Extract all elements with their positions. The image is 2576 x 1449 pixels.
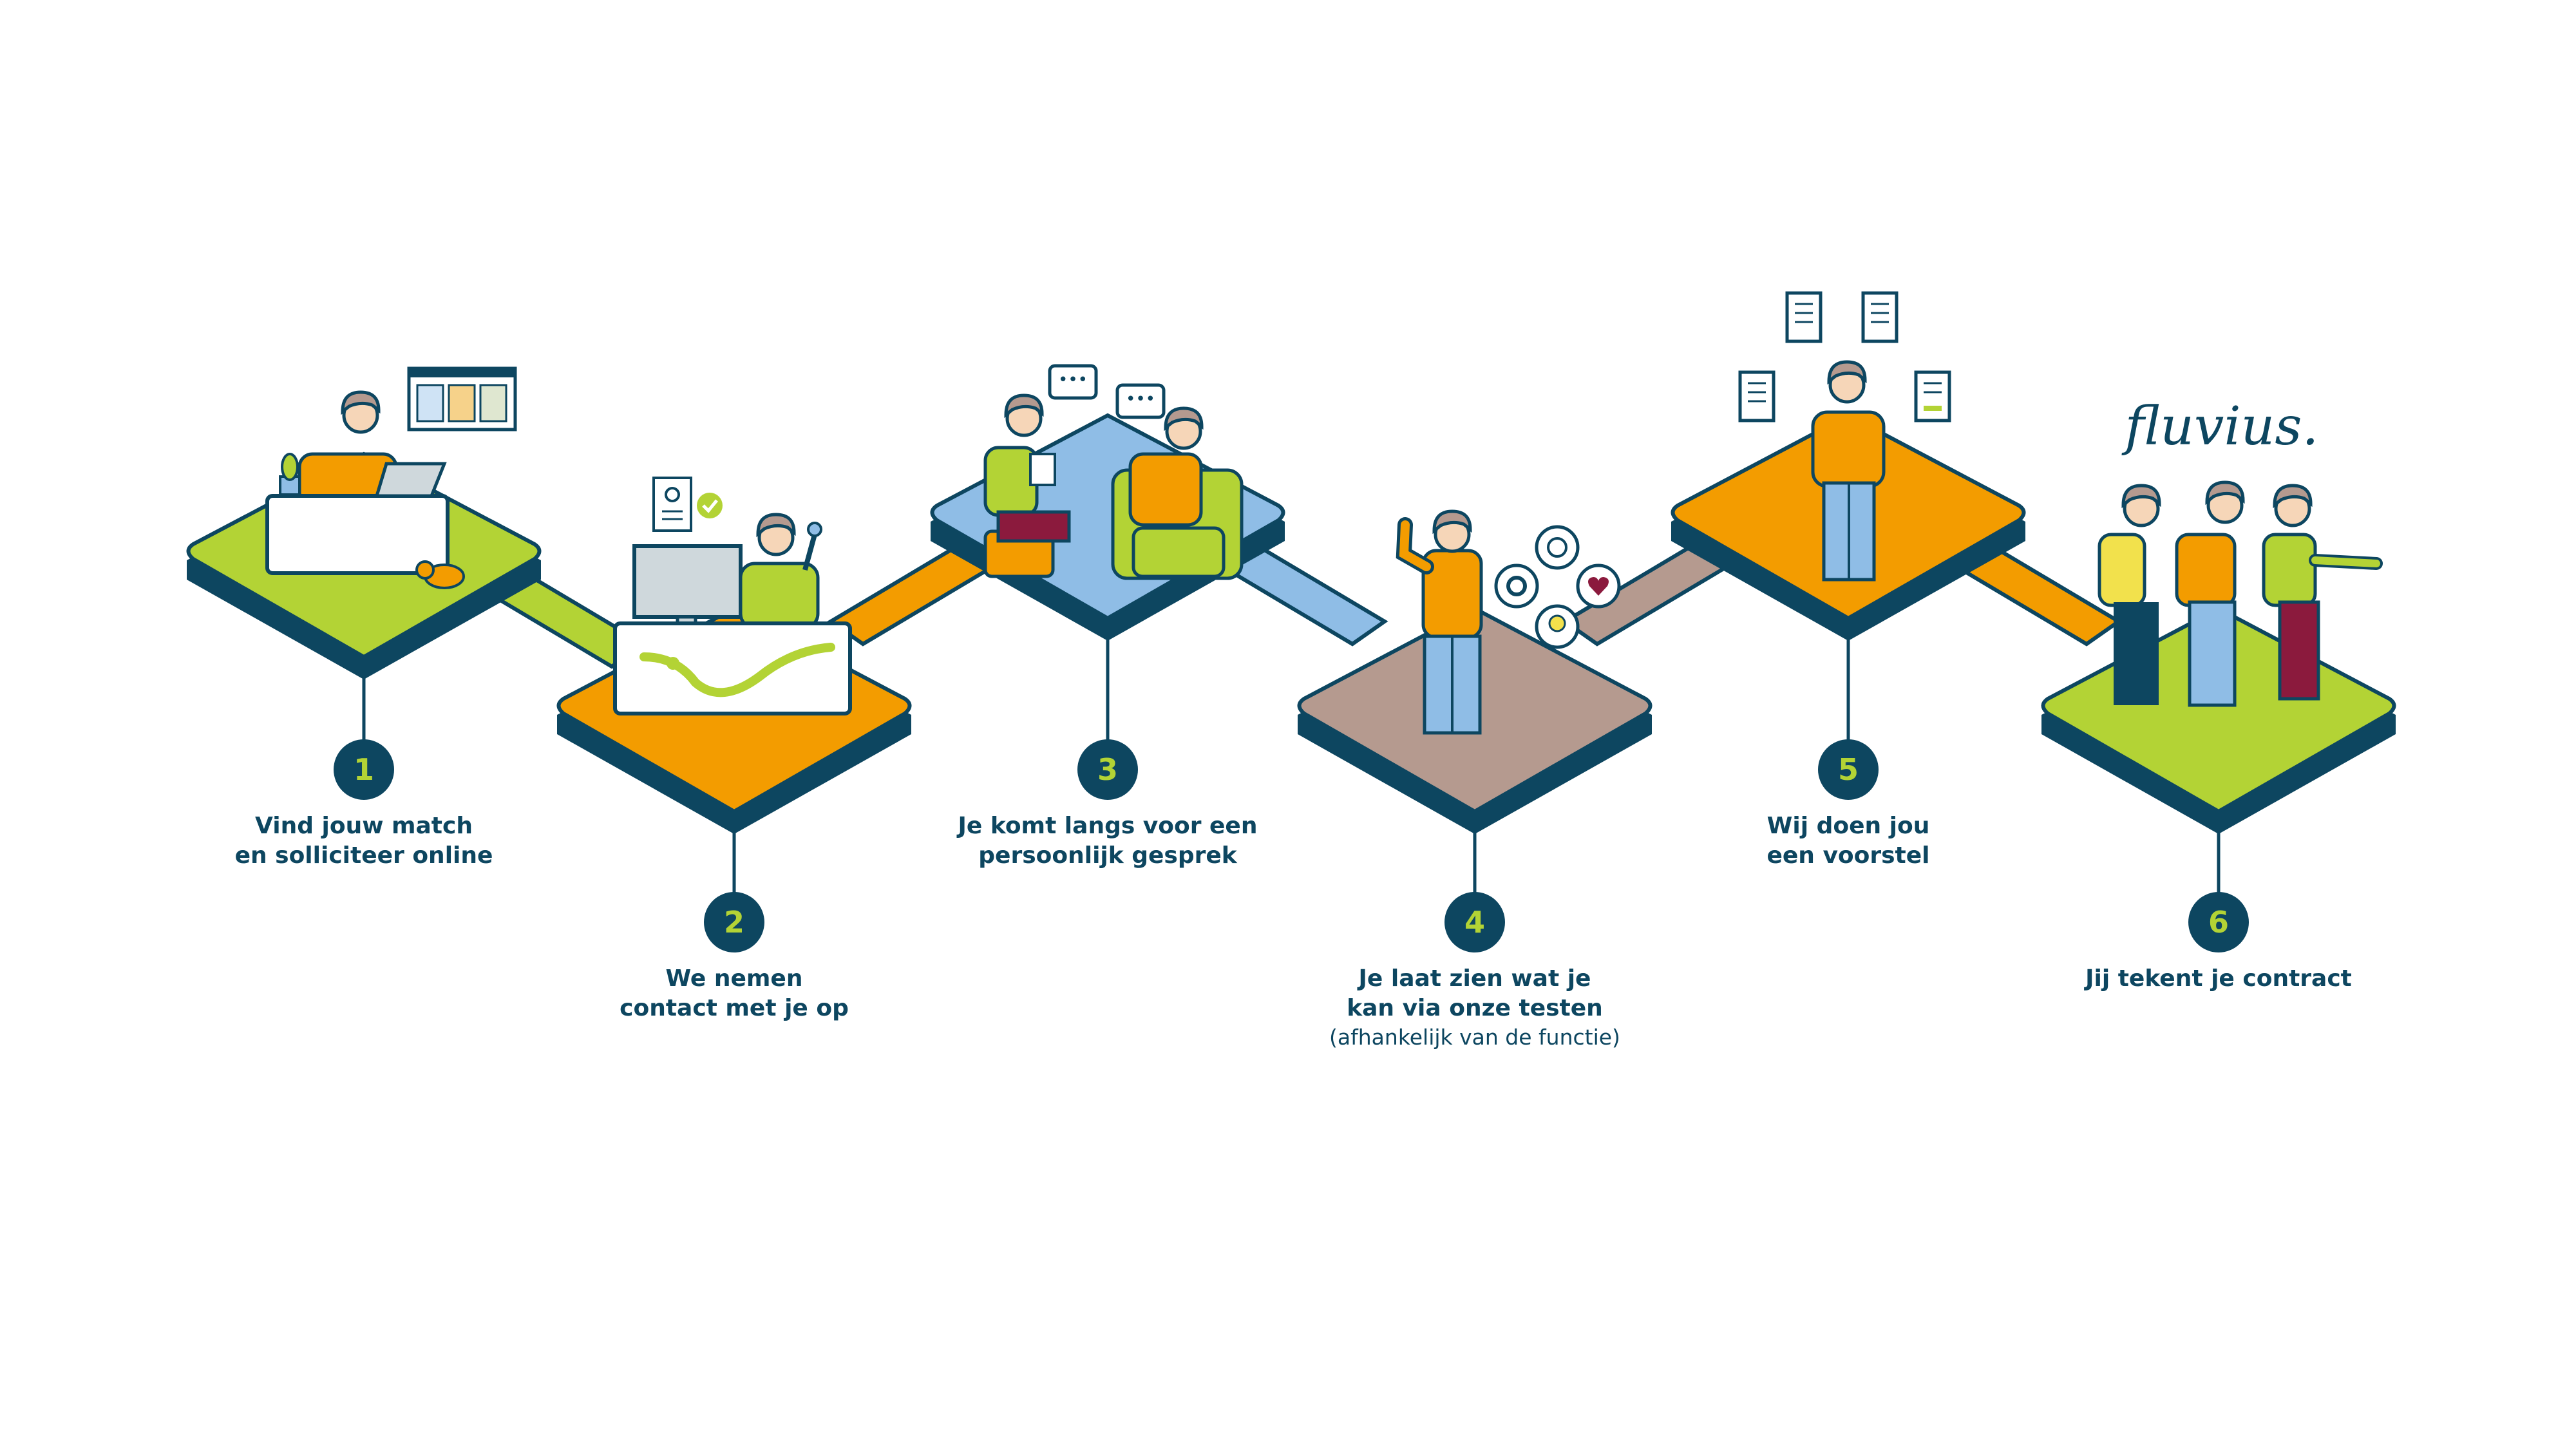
standing-person-icon [1811, 362, 1886, 582]
three-workers-icon [2098, 482, 2383, 707]
heart-icon [1576, 564, 1621, 609]
step-5-line-2: een voorstel [1766, 842, 1930, 869]
step-2-number: 2 [704, 892, 764, 952]
step-3-line-1: Je komt langs voor een [958, 813, 1258, 839]
flexing-person-icon [1396, 511, 1483, 735]
person-at-desk-icon [265, 392, 450, 575]
step-2-line-2: contact met je op [620, 995, 849, 1021]
svg-text:•••: ••• [1058, 370, 1088, 390]
contract-document-icon [1738, 291, 1951, 422]
step-5-number: 5 [1818, 739, 1879, 800]
step-3-line-2: persoonlijk gesprek [978, 842, 1237, 869]
lightbulb-icon [1535, 604, 1580, 649]
chat-icon [1535, 525, 1580, 570]
step-4-line-1: Je laat zien wat je [1358, 965, 1591, 992]
job-board-icon [407, 366, 517, 431]
two-people-talking-icon [983, 395, 1244, 580]
gear-icon [1494, 564, 1539, 609]
step-5-caption: Wij doen jou een voorstel [1642, 811, 2054, 871]
step-4-line-2: kan via onze testen [1347, 995, 1603, 1021]
step-1-line-2: en solliciteer online [234, 842, 493, 869]
step-6-number: 6 [2188, 892, 2249, 952]
check-icon [697, 493, 723, 518]
step-1-number: 1 [334, 739, 394, 800]
step-1-line-1: Vind jouw match [255, 813, 473, 839]
svg-text:•••: ••• [1126, 390, 1155, 409]
step-2-line-1: We nemen [665, 965, 803, 992]
step-6-line-1: Jij tekent je contract [2085, 965, 2352, 992]
step-5-line-1: Wij doen jou [1766, 813, 1930, 839]
speech-bubble-icon: ••• ••• [1048, 364, 1166, 419]
step-4-note: (afhankelijk van de functie) [1329, 1025, 1620, 1050]
step-1-caption: Vind jouw match en solliciteer online [158, 811, 570, 871]
step-3-number: 3 [1077, 739, 1138, 800]
step-4-caption: Je laat zien wat je kan via onze testen … [1269, 964, 1681, 1052]
step-3-caption: Je komt langs voor een persoonlijk gespr… [902, 811, 1314, 871]
reception-desk [613, 621, 852, 715]
fluvius-logo: fluvius. [2121, 396, 2318, 457]
plant-icon [279, 453, 301, 496]
step-4-number: 4 [1444, 892, 1505, 952]
cat-icon [415, 560, 465, 589]
person-on-phone-icon [739, 515, 822, 630]
leader-lines [362, 638, 2221, 895]
step-2-caption: We nemen contact met je op [528, 964, 940, 1023]
step-6-caption: Jij tekent je contract [2012, 964, 2425, 994]
cv-document-icon [652, 477, 692, 532]
